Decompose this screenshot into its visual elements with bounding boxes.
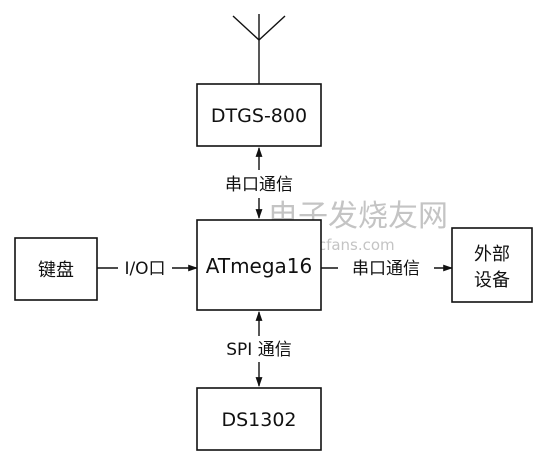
block-rtc: DS1302 bbox=[196, 387, 322, 451]
block-external-label-1: 外部 bbox=[474, 244, 510, 265]
link-spi-label: SPI 通信 bbox=[226, 340, 291, 360]
block-dtgs: DTGS-800 bbox=[196, 83, 322, 147]
block-keyboard: 键盘 bbox=[14, 237, 98, 301]
block-keyboard-label: 键盘 bbox=[38, 260, 74, 281]
antenna-icon bbox=[232, 14, 286, 84]
link-io: I/O口 bbox=[97, 259, 198, 279]
block-rtc-label: DS1302 bbox=[221, 409, 296, 431]
link-serial-top-label: 串口通信 bbox=[225, 175, 293, 195]
block-mcu: ATmega16 bbox=[196, 219, 322, 311]
link-spi: SPI 通信 bbox=[226, 311, 292, 387]
block-external-label-2: 设备 bbox=[474, 270, 510, 291]
link-serial-right: 串口通信 bbox=[321, 259, 453, 279]
link-serial-right-label: 串口通信 bbox=[352, 259, 420, 279]
block-external: 外部 设备 bbox=[451, 227, 533, 303]
block-mcu-label: ATmega16 bbox=[206, 254, 313, 278]
block-dtgs-label: DTGS-800 bbox=[211, 105, 307, 127]
link-io-label: I/O口 bbox=[124, 259, 165, 279]
link-serial-top: 串口通信 bbox=[225, 147, 293, 219]
